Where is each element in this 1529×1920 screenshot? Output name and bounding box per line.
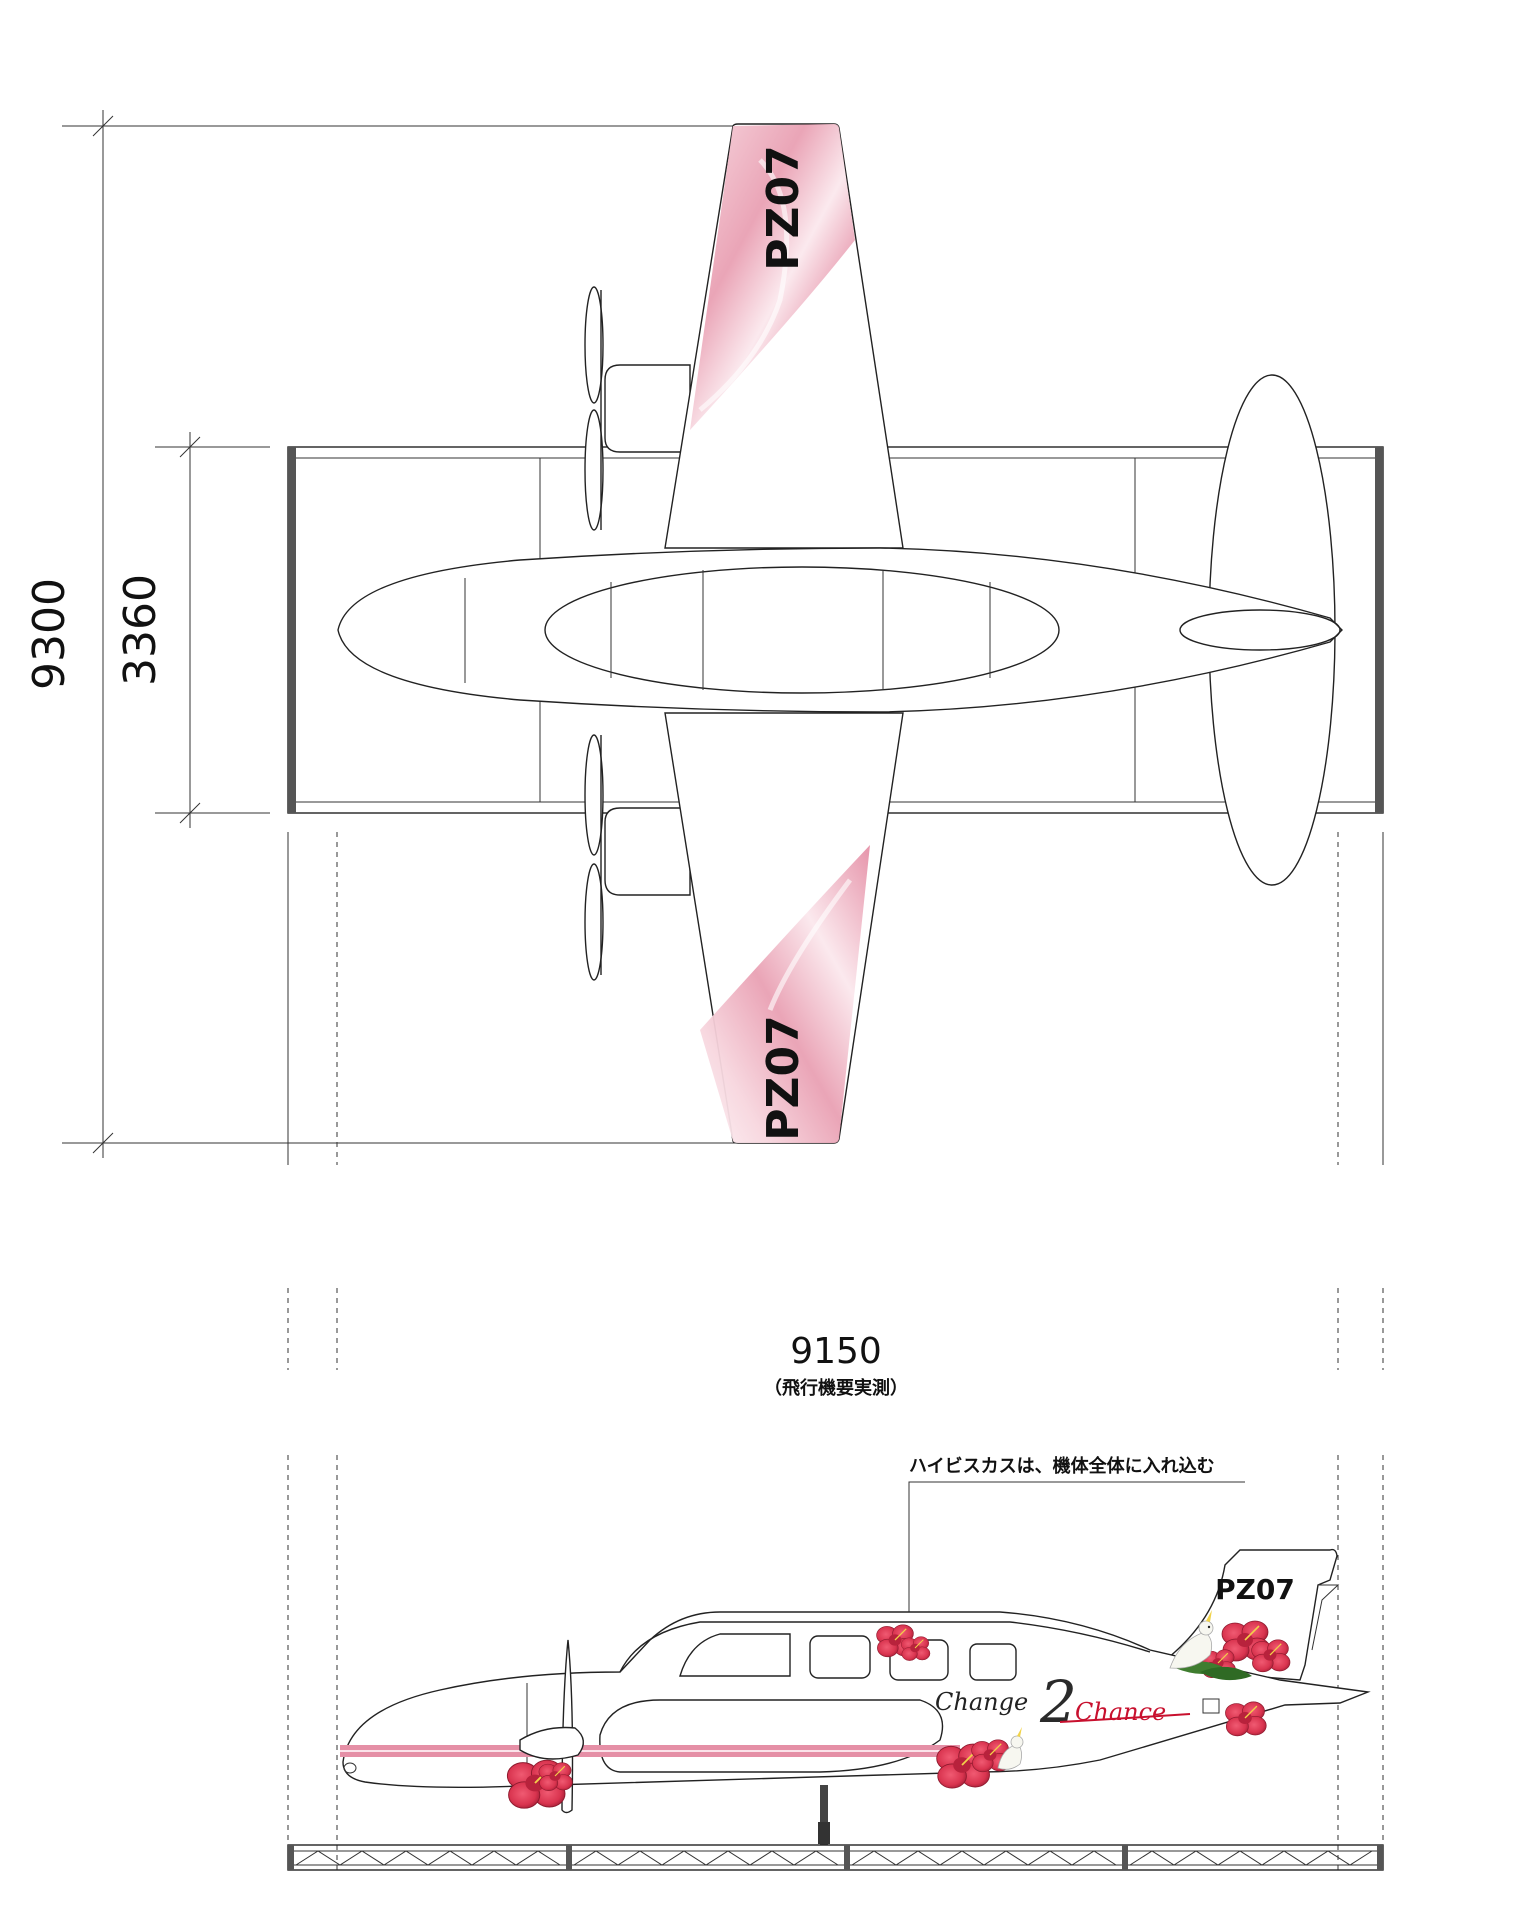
hibiscus-flower-icon — [1250, 1639, 1291, 1673]
dimension-label-length: 9150 — [790, 1331, 882, 1372]
plan-view: 9300 3360 — [24, 110, 1384, 1165]
truss-stage-side — [287, 1844, 1384, 1871]
callout-text: ハイビスカスは、機体全体に入れ込む — [909, 1455, 1215, 1477]
hibiscus-flower-icon — [538, 1762, 574, 1792]
cabin-window-3 — [969, 1643, 1017, 1681]
support-post — [820, 1785, 828, 1845]
cockatoo-icon — [997, 1727, 1024, 1770]
dimension-stage-depth: 3360 — [115, 432, 270, 828]
side-view: ハイビスカスは、機体全体に入れ込む PZ07 — [287, 1455, 1384, 1871]
dimension-overall-length: 9150 （飛行機要実測） — [287, 1288, 1384, 1399]
tail-registration: PZ07 — [1215, 1573, 1295, 1606]
cockatoo-icon — [1169, 1610, 1214, 1669]
fuselage-side — [340, 1611, 1371, 1789]
cabin-window-1 — [809, 1635, 871, 1679]
right-engine-plan — [584, 734, 691, 981]
livery-script-number: 2 — [1039, 1668, 1077, 1736]
cockpit-window — [679, 1633, 791, 1677]
hibiscus-flower-icon — [1224, 1701, 1267, 1737]
dimension-label-depth: 3360 — [115, 574, 166, 686]
livery-script-left: Change — [935, 1688, 1028, 1716]
livery-script: Change 2 Chance — [935, 1668, 1191, 1736]
upper-wing: PZ07 — [664, 123, 904, 549]
dimension-label-span: 9300 — [24, 578, 75, 690]
livery-script-right: Chance — [1075, 1698, 1166, 1726]
left-engine-plan — [584, 286, 691, 531]
hibiscus-callout: ハイビスカスは、機体全体に入れ込む — [908, 1455, 1245, 1630]
dimension-note-length: （飛行機要実測） — [764, 1377, 908, 1399]
fuselage-plan — [337, 547, 1343, 713]
hibiscus-flower-icon — [900, 1636, 931, 1662]
lower-wing: PZ07 — [664, 712, 904, 1144]
wing-registration-bottom: PZ07 — [758, 1015, 809, 1140]
dimension-overall-span: 9300 — [24, 110, 740, 1158]
wing-registration-top: PZ07 — [758, 145, 809, 270]
